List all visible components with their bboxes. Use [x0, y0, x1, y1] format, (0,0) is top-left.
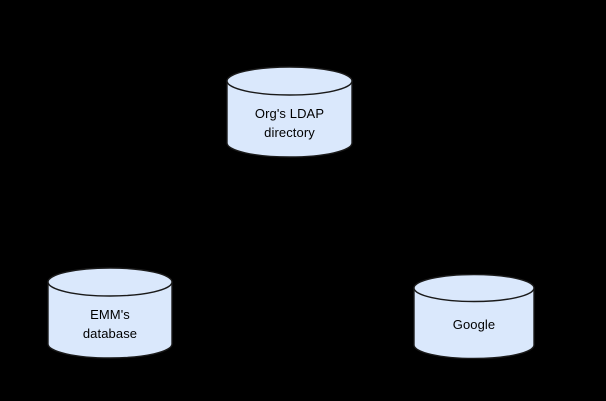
- cylinder-shape-icon: [47, 267, 173, 359]
- cylinder-shape-icon: [226, 66, 353, 158]
- cylinder-node-emm[interactable]: EMM's database: [47, 267, 173, 359]
- cylinder-shape-icon: [413, 274, 535, 359]
- cylinder-node-ldap[interactable]: Org's LDAP directory: [226, 66, 353, 158]
- cylinder-node-google[interactable]: Google: [413, 274, 535, 359]
